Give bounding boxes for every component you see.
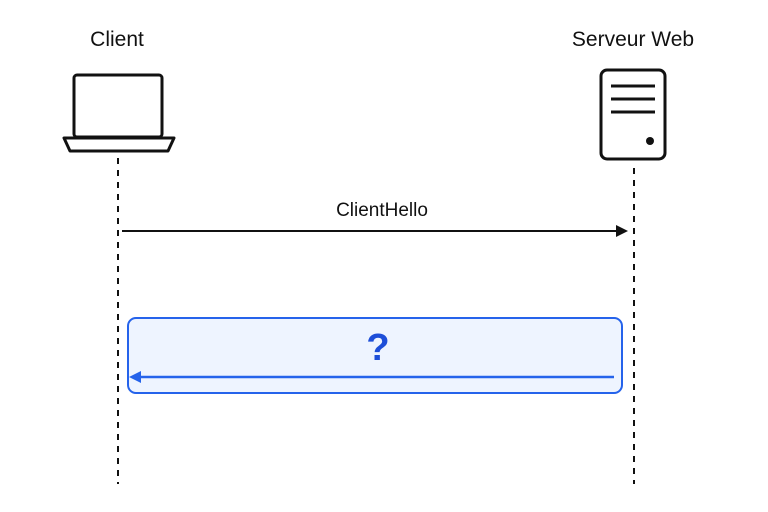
unknown-response-box (127, 317, 623, 394)
server-icon (599, 68, 667, 161)
unknown-message-label: ? (366, 327, 390, 369)
laptop-icon (62, 73, 176, 153)
client-label: Client (90, 28, 144, 51)
server-label: Serveur Web (571, 28, 695, 51)
clienthello-label: ClientHello (336, 200, 428, 221)
